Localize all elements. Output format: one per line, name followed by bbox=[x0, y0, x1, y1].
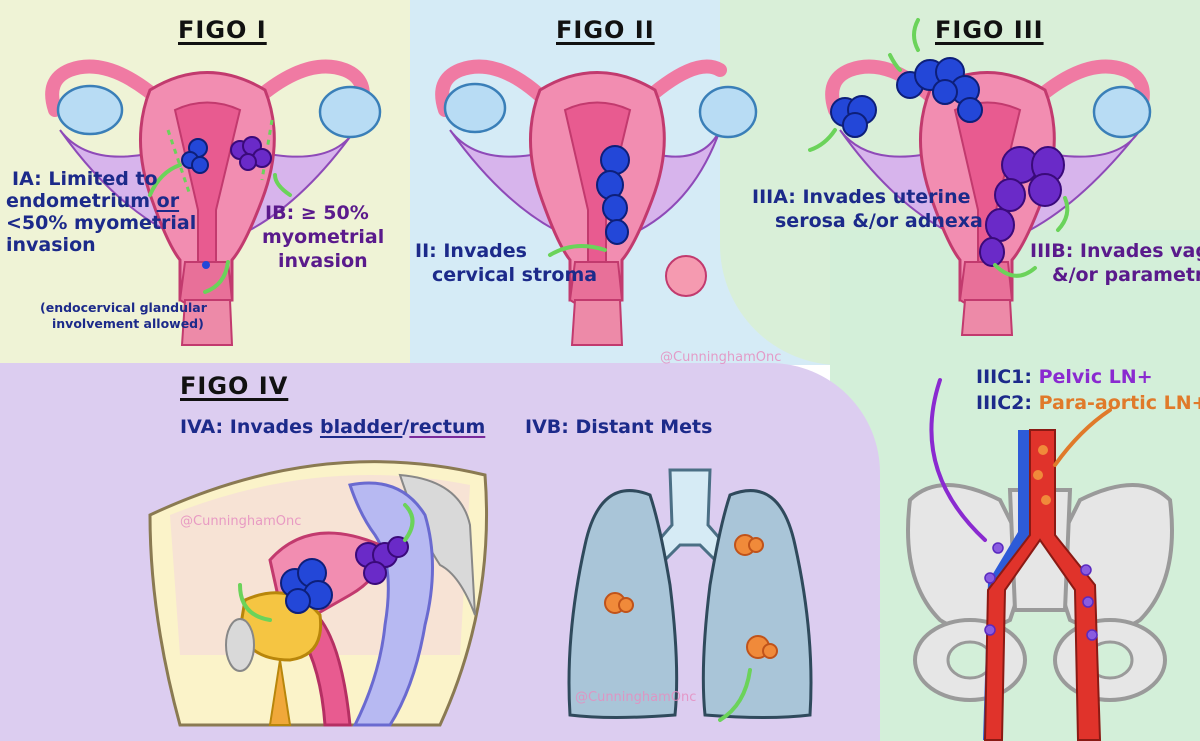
figo-ii-line1: II: Invades bbox=[415, 240, 527, 262]
iiia-line1: IIIA: Invades uterine bbox=[752, 186, 971, 208]
uterus-figo-iii bbox=[808, 18, 1152, 336]
figo-iv-title: FIGO IV bbox=[180, 372, 289, 400]
uterus-figo-ii bbox=[435, 59, 758, 346]
iiib-line1: IIIB: Invades vagina bbox=[1030, 240, 1200, 262]
iiic1-label: IIIC1: Pelvic LN+ bbox=[976, 366, 1153, 388]
watermark-2: @CunninghamOnc bbox=[180, 514, 302, 529]
figo-ii-title: FIGO II bbox=[556, 16, 655, 44]
ia-line4: invasion bbox=[6, 234, 96, 256]
figo-i-title: FIGO I bbox=[178, 16, 267, 44]
uterus-figo-i bbox=[45, 59, 382, 346]
ib-line1: IB: ≥ 50% bbox=[265, 202, 369, 224]
ia-line3: <50% myometrial bbox=[6, 212, 197, 234]
ib-line3: invasion bbox=[278, 250, 368, 272]
figo-iii-title: FIGO III bbox=[935, 16, 1044, 44]
ivb-label: IVB: Distant Mets bbox=[525, 416, 713, 438]
ib-line2: myometrial bbox=[262, 226, 385, 248]
pelvis-lymph-nodes bbox=[906, 378, 1174, 741]
ia-line1: IA: Limited to bbox=[12, 168, 158, 190]
watermark-3: @CunninghamOnc bbox=[575, 690, 697, 705]
watermark-1: @CunninghamOnc bbox=[660, 350, 782, 365]
endocervical-note-2: involvement allowed) bbox=[52, 316, 204, 331]
iiia-line2: serosa &/or adnexa bbox=[775, 210, 983, 232]
iiic2-label: IIIC2: Para-aortic LN+ bbox=[976, 392, 1200, 414]
iiib-line2: &/or parametria bbox=[1052, 264, 1200, 286]
sagittal-pelvis bbox=[148, 460, 489, 727]
lungs bbox=[567, 468, 813, 722]
endocervical-note-1: (endocervical glandular bbox=[40, 300, 207, 315]
iva-label: IVA: Invades bladder/rectum bbox=[180, 416, 486, 438]
ia-line2: endometrium or bbox=[6, 190, 180, 212]
figo-ii-line2: cervical stroma bbox=[432, 264, 598, 286]
